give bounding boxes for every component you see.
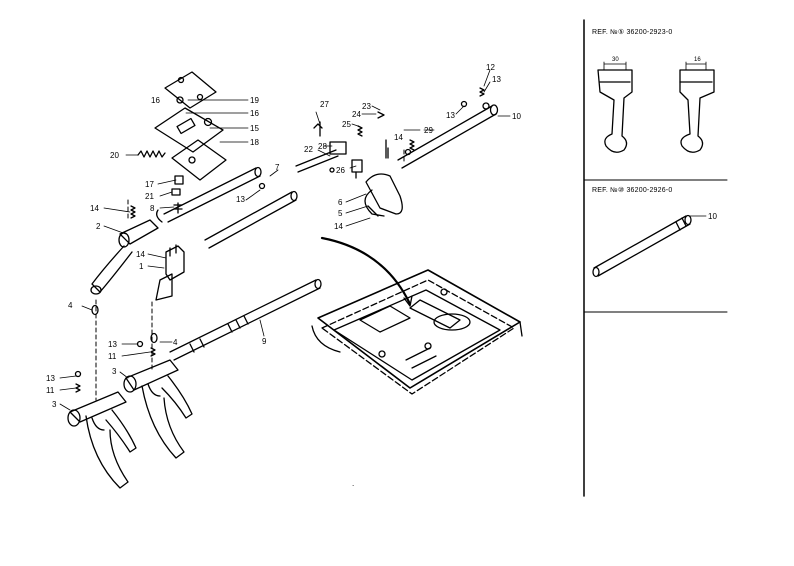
- label-11-mid: 11: [108, 352, 117, 361]
- label-11-left: 11: [46, 386, 55, 395]
- label-6: 6: [338, 198, 343, 207]
- label-3-left: 3: [52, 400, 57, 409]
- reference-1-dim-right: 16: [694, 57, 701, 63]
- label-27: 27: [320, 100, 329, 109]
- shift-lug-1: [155, 244, 185, 301]
- label-14-c: 14: [394, 133, 403, 142]
- shift-rod-9: [169, 278, 322, 361]
- label-8: 8: [150, 204, 155, 213]
- transmission-case: [311, 236, 523, 395]
- label-2: 2: [96, 222, 101, 231]
- label-3-right: 3: [112, 367, 117, 376]
- label-12: 12: [486, 63, 495, 72]
- pin-4-left: [91, 304, 99, 316]
- label-13-top: 13: [492, 75, 501, 84]
- label-22: 22: [304, 145, 313, 154]
- label-14-a: 14: [90, 204, 99, 213]
- pin-4-right: [150, 332, 158, 344]
- label-9: 9: [262, 337, 267, 346]
- shift-fork-3-right: [123, 359, 193, 459]
- label-15: 15: [250, 124, 259, 133]
- label-1: 1: [139, 262, 144, 271]
- label-21: 21: [145, 192, 154, 201]
- label-14-d: 14: [334, 222, 343, 231]
- label-10-ref: 10: [708, 212, 717, 221]
- label-29: 29: [424, 126, 433, 135]
- spring-11-right: [150, 347, 156, 357]
- label-18: 18: [250, 138, 259, 147]
- reference-panel-text: REF. №⑤ 36200-2923-0 30 16 REF. №⑩ 36200…: [592, 28, 717, 221]
- part-number-labels: 19 16 15 18 16 20 17 21 8 14 2 14 1 4 13…: [46, 63, 521, 409]
- label-13-center: 13: [236, 195, 245, 204]
- stray-mark: .: [352, 479, 354, 488]
- label-20: 20: [110, 151, 119, 160]
- shift-fork-3-left: [67, 391, 137, 489]
- shifter-lever-5: [295, 87, 485, 217]
- reference-2-label: REF. №⑩ 36200-2926-0: [592, 186, 672, 194]
- reference-2-rod: [592, 214, 707, 278]
- leader-lines: [59, 69, 511, 411]
- label-24: 24: [352, 110, 361, 119]
- shift-rod-13-upper: [204, 182, 298, 249]
- label-25: 25: [342, 120, 351, 129]
- label-7: 7: [275, 163, 280, 172]
- label-26: 26: [336, 166, 345, 175]
- label-14-b: 14: [136, 250, 145, 259]
- label-13-left: 13: [46, 374, 55, 383]
- shift-rod-10: [397, 102, 499, 169]
- label-17: 17: [145, 180, 154, 189]
- label-13-mid: 13: [108, 340, 117, 349]
- reference-1-label: REF. №⑤ 36200-2923-0: [592, 28, 672, 36]
- label-4-left: 4: [68, 301, 73, 310]
- label-4-right: 4: [173, 338, 178, 347]
- label-13-right: 13: [446, 111, 455, 120]
- reference-1: [597, 61, 715, 153]
- shift-arm-2: [90, 205, 159, 295]
- reference-1-dim-left: 30: [612, 57, 619, 63]
- label-16-right: 16: [250, 109, 259, 118]
- shift-rod-7: [156, 166, 262, 223]
- label-23: 23: [362, 102, 371, 111]
- reference-panel: [583, 19, 728, 497]
- label-10: 10: [512, 112, 521, 121]
- label-16-left: 16: [151, 96, 160, 105]
- label-28: 28: [318, 142, 327, 151]
- label-5: 5: [338, 209, 343, 218]
- label-19: 19: [250, 96, 259, 105]
